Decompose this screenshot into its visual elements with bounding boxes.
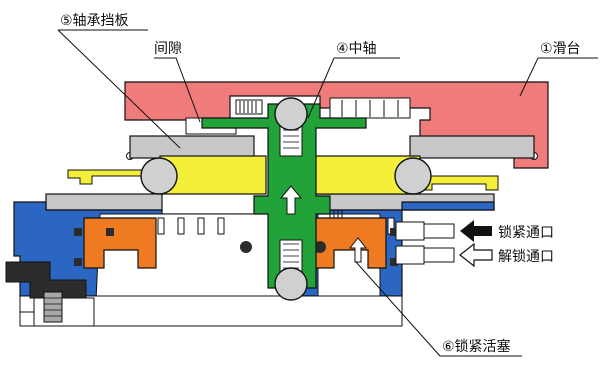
center-shaft	[201, 103, 367, 289]
lock-port-arrow	[460, 220, 492, 242]
lower-fitting	[5, 261, 95, 327]
bearing-balls	[140, 97, 432, 301]
label-center-shaft: ④中轴	[336, 41, 377, 57]
label-lock-port: 锁紧通口	[498, 225, 554, 241]
lock-piston	[74, 217, 398, 269]
label-gap: 间隙	[154, 41, 182, 57]
unlock-port-arrow	[459, 242, 493, 268]
label-lock-piston: ⑥锁紧活塞	[442, 338, 511, 355]
label-unlock-port: 解锁通口	[498, 249, 554, 265]
leader-lines	[57, 29, 598, 357]
label-bearing-plate: ⑤轴承挡板	[60, 13, 129, 29]
label-slide-table: ①滑台	[540, 40, 581, 57]
bearing-plate	[45, 135, 535, 211]
port-fittings	[395, 221, 455, 265]
